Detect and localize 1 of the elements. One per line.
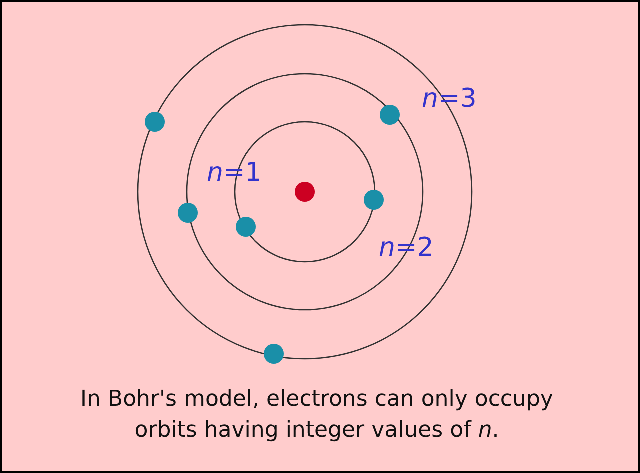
caption: In Bohr's model, electrons can only occupy orbits having integer values of n.	[80, 386, 554, 445]
